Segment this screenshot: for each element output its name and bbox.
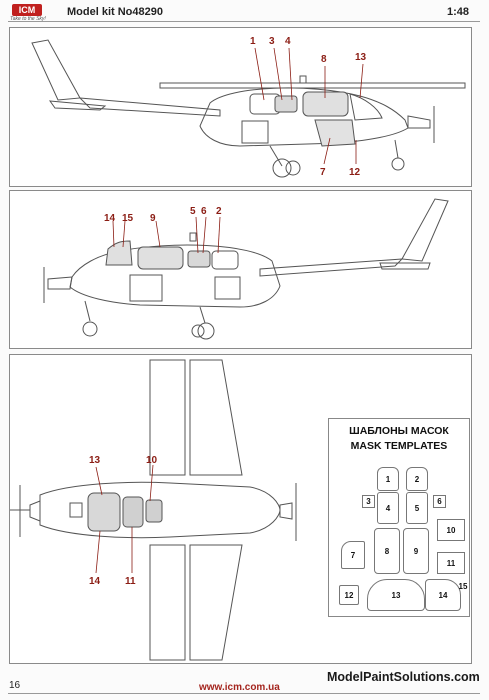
mask-template-15: 15 [458,581,468,591]
callout-11: 11 [125,576,136,587]
callout-14: 14 [104,213,116,224]
website-link[interactable]: www.icm.com.ua [199,682,280,693]
icm-logo: ICM Take to the Sky! [8,4,48,24]
callout-15: 15 [122,213,134,224]
watermark: ModelPaintSolutions.com [327,670,480,684]
callout-8: 8 [321,54,327,65]
side-view-right-panel: 14 15 9 5 6 2 [9,190,472,349]
mask-template-14: 14 [425,579,461,611]
top-view-drawing [10,359,297,661]
mask-template-11: 11 [437,552,465,574]
callout-2: 2 [216,206,222,217]
mask-template-9: 9 [403,528,429,574]
callout-13: 13 [89,455,101,466]
logo-tagline: Take to the Sky! [10,16,46,22]
callout-3: 3 [269,36,275,47]
side-view-right-drawing [43,198,449,340]
logo-badge: ICM [12,4,42,16]
mask-template-8: 8 [374,528,400,574]
header-divider [8,21,480,22]
scale-label: 1:48 [446,6,469,18]
callout-5: 5 [190,206,196,217]
mask-template-1: 1 [377,467,399,491]
callout-6: 6 [201,206,207,217]
mask-template-5: 5 [406,492,428,524]
mask-title-en: MASK TEMPLATES [350,440,448,452]
mask-template-12: 12 [339,585,359,605]
callout-10: 10 [146,455,158,466]
mask-templates-box: ШАБЛОНЫ МАСОК MASK TEMPLATES 1 2 3 4 5 6… [328,418,470,617]
callout-7: 7 [320,167,326,178]
side-view-left-panel: 1 3 4 8 13 7 12 [9,27,472,187]
callout-14: 14 [89,576,101,587]
page-header: ICM Take to the Sky! Model kit No48290 1… [0,0,489,24]
mask-title-ru: ШАБЛОНЫ МАСОК [349,425,449,437]
callout-4: 4 [285,36,291,47]
mask-template-13: 13 [367,579,425,611]
page-number: 16 [9,680,21,691]
callout-13: 13 [355,52,367,63]
callout-9: 9 [150,213,156,224]
mask-template-7: 7 [341,541,365,569]
mask-template-10: 10 [437,519,465,541]
mask-template-6: 6 [433,495,446,508]
mask-template-3: 3 [362,495,375,508]
callout-1: 1 [250,36,256,47]
mask-template-4: 4 [377,492,399,524]
footer-divider [8,693,480,694]
kit-number: Model kit No48290 [67,6,163,18]
side-view-left-drawing [31,39,466,178]
callout-12: 12 [349,167,361,178]
mask-template-2: 2 [406,467,428,491]
